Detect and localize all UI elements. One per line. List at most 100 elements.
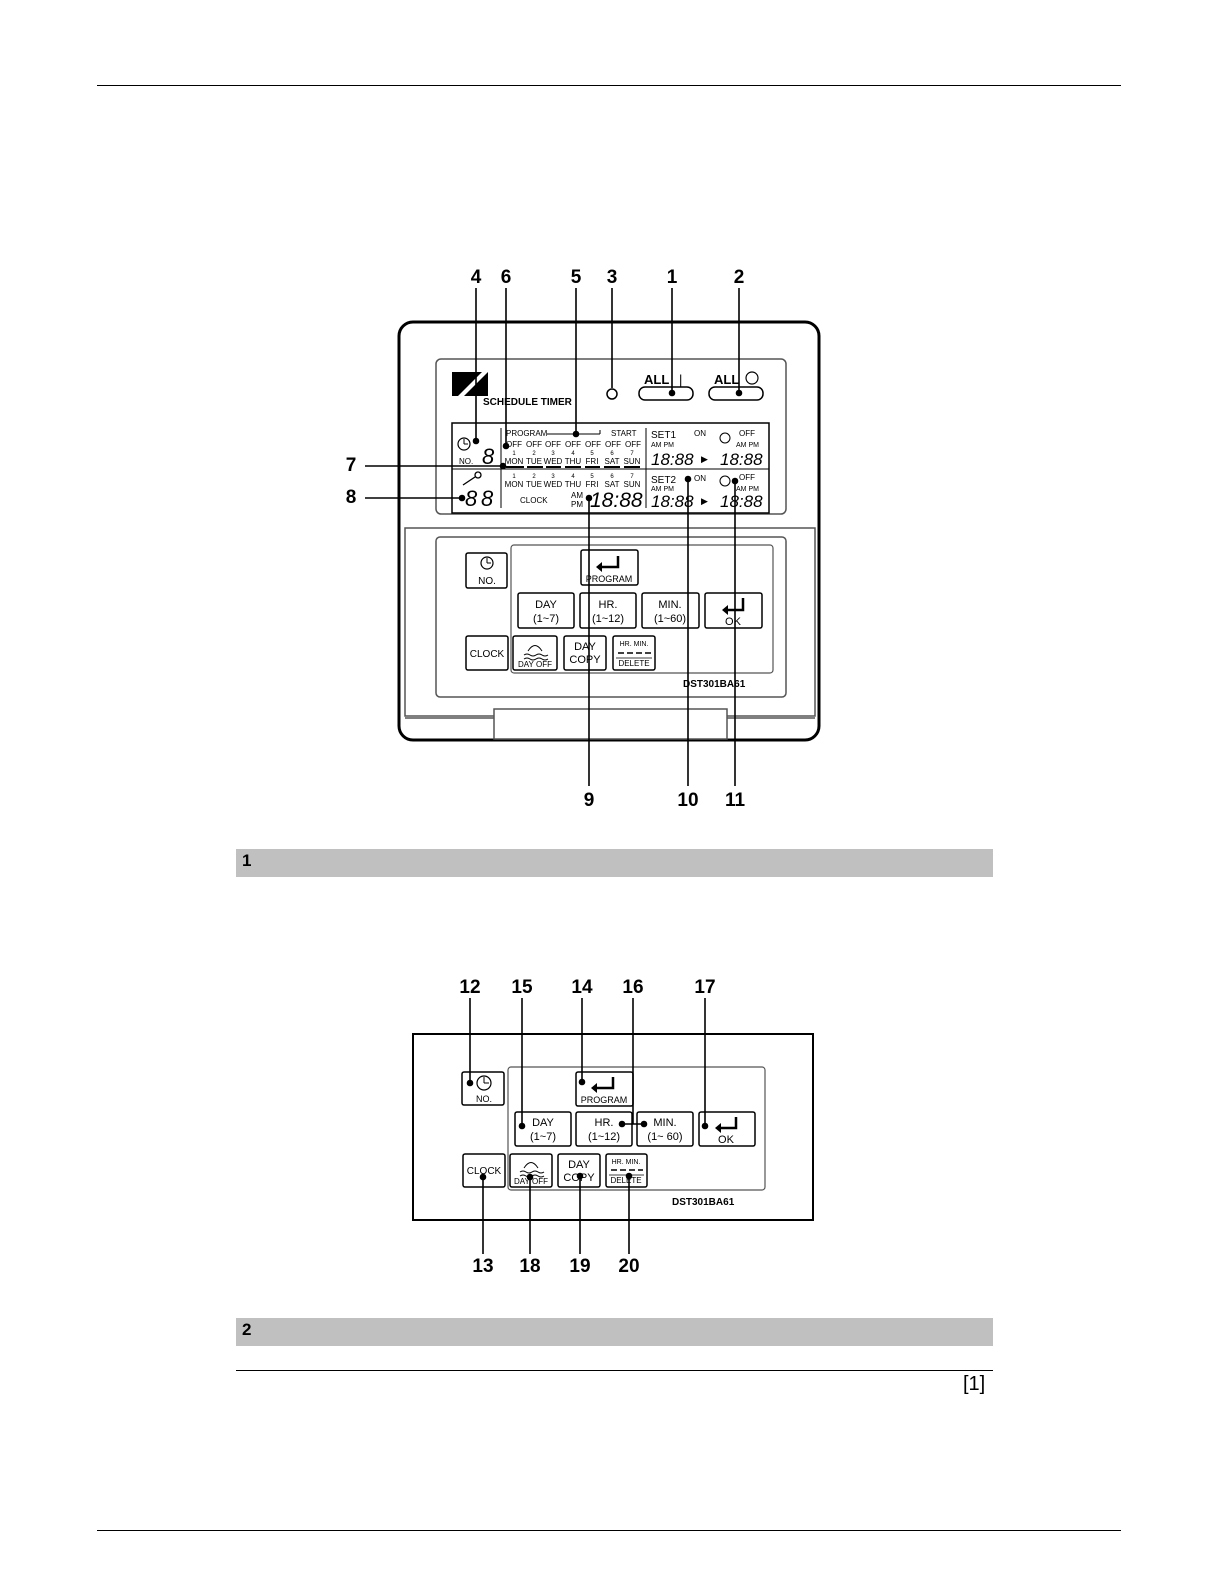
day-button[interactable]: DAY (1~7)	[517, 592, 575, 629]
all-off-circle-icon	[745, 371, 759, 385]
lcd-set1-off-ampm: AM PM	[736, 442, 759, 449]
min-button-2[interactable]: MIN. (1~ 60)	[636, 1111, 694, 1147]
program-button-2[interactable]: PROGRAM	[575, 1071, 634, 1107]
no-button-2[interactable]: NO.	[461, 1071, 505, 1106]
svg-text:DAY: DAY	[568, 1159, 590, 1171]
all-off-label: ALL	[714, 372, 739, 387]
svg-text:SUN: SUN	[624, 457, 641, 466]
svg-text:(1~ 60): (1~ 60)	[647, 1131, 682, 1143]
no-button[interactable]: NO.	[465, 552, 508, 589]
svg-text:(1~12): (1~12)	[592, 613, 624, 625]
lcd-set2-off-circle	[719, 475, 731, 487]
lcd-days-row2: MON TUE WED THU FRI SAT SUN	[505, 480, 641, 489]
svg-text:3: 3	[551, 451, 555, 457]
lcd-set1-off-time: 18:88	[720, 450, 763, 469]
callout-14: 14	[571, 977, 593, 998]
callout-18: 18	[519, 1256, 540, 1277]
reference-number: [1]	[963, 1373, 986, 1395]
svg-text:(1~12): (1~12)	[588, 1131, 620, 1143]
svg-text:1: 1	[512, 474, 516, 480]
svg-text:THU: THU	[565, 457, 582, 466]
callout-3: 3	[607, 267, 618, 288]
lcd-off-row: OFF OFF OFF OFF OFF OFF OFF	[506, 440, 641, 449]
svg-text:HR. MIN.: HR. MIN.	[612, 1159, 641, 1166]
min-button[interactable]: MIN. (1~60)	[641, 592, 700, 629]
callout-9: 9	[584, 790, 595, 811]
svg-text:PROGRAM: PROGRAM	[586, 574, 633, 584]
svg-text:OFF: OFF	[545, 440, 561, 449]
svg-text:HR. MIN.: HR. MIN.	[620, 641, 649, 648]
svg-text:COPY: COPY	[569, 654, 601, 666]
button-subpanel-2	[507, 1066, 766, 1191]
svg-text:OFF: OFF	[526, 440, 542, 449]
lcd-no-label: NO.	[459, 457, 473, 466]
svg-text:OFF: OFF	[565, 440, 581, 449]
lcd-program-label: PROGRAM	[506, 429, 548, 438]
model-number-2: DST301BA61	[672, 1197, 735, 1208]
section-1-label: 1	[242, 851, 252, 870]
callout-2: 2	[734, 267, 745, 288]
lcd-set2-arrow: ▶	[701, 496, 708, 506]
lcd-hold-digits: 8	[465, 486, 478, 511]
day-copy-button-2[interactable]: DAY COPY	[557, 1153, 601, 1188]
callout-20: 20	[618, 1256, 639, 1277]
operation-lamp	[606, 388, 618, 400]
lcd-set2-on-time: 18:88	[651, 492, 694, 511]
lcd-set1-on-label: ON	[694, 429, 706, 438]
svg-text:FRI: FRI	[586, 457, 599, 466]
svg-text:SAT: SAT	[605, 457, 620, 466]
lcd-am-label: AM	[571, 491, 583, 500]
day-off-button[interactable]: DAY OFF	[512, 635, 558, 671]
lcd-clock-icon	[457, 437, 471, 451]
day-copy-button[interactable]: DAY COPY	[563, 635, 607, 671]
callout-17: 17	[694, 977, 715, 998]
program-button[interactable]: PROGRAM	[580, 549, 639, 586]
callout-19: 19	[569, 1256, 590, 1277]
callout-7: 7	[346, 455, 357, 476]
top-rule	[97, 85, 1121, 86]
callout-5: 5	[571, 267, 582, 288]
lcd-pm-label: PM	[571, 500, 583, 509]
all-on-label: ALL	[644, 372, 669, 387]
lcd-set1-arrow: ▶	[701, 454, 708, 464]
svg-text:TUE: TUE	[526, 480, 542, 489]
all-on-button[interactable]	[638, 386, 694, 401]
lcd-start-label: START	[611, 429, 637, 438]
svg-text:WED: WED	[544, 480, 563, 489]
ok-enter-icon-2	[719, 1117, 738, 1130]
svg-text:HR.: HR.	[595, 1117, 614, 1129]
lcd-set2-on-ampm: AM PM	[651, 486, 674, 493]
svg-text:5: 5	[590, 451, 594, 457]
delete-button[interactable]: HR. MIN. DELETE	[612, 635, 656, 671]
svg-text:MIN.: MIN.	[658, 599, 681, 611]
svg-text:OFF: OFF	[585, 440, 601, 449]
day-button-2[interactable]: DAY (1~7)	[514, 1111, 572, 1147]
ok-button-2[interactable]: OK	[698, 1111, 756, 1147]
hr-button-2[interactable]: HR. (1~12)	[575, 1111, 633, 1147]
button-subpanel	[510, 544, 774, 674]
svg-text:DAY: DAY	[532, 1117, 554, 1129]
figure-1-timer-diagram: 4 6 5 3 1 2 7 8 9 10 11 SCHEDULE TIMER A…	[346, 267, 821, 811]
callout-11: 11	[725, 790, 746, 811]
device-hinge	[493, 708, 728, 740]
schedule-timer-label: SCHEDULE TIMER	[483, 397, 573, 408]
svg-text:DAY OFF: DAY OFF	[518, 660, 552, 669]
svg-text:2: 2	[532, 474, 536, 480]
callout-15: 15	[511, 977, 533, 998]
hr-button[interactable]: HR. (1~12)	[579, 592, 637, 629]
holiday-icon	[523, 645, 549, 661]
svg-text:SAT: SAT	[605, 480, 620, 489]
svg-text:4: 4	[571, 474, 575, 480]
callout-4: 4	[471, 267, 482, 288]
lcd-set1-on-ampm: AM PM	[651, 442, 674, 449]
callout-1: 1	[667, 267, 678, 288]
svg-text:MON: MON	[505, 457, 524, 466]
lcd-set2-label: SET2	[651, 475, 676, 486]
ok-button[interactable]: OK	[704, 592, 763, 629]
day-off-button-2[interactable]: DAY OFF	[509, 1153, 553, 1188]
lcd-set1-off-label: OFF	[739, 429, 755, 438]
delete-button-2[interactable]: HR. MIN. DELETE	[605, 1153, 648, 1188]
clock-button[interactable]: CLOCK	[465, 635, 509, 671]
clock-button-2[interactable]: CLOCK	[462, 1153, 506, 1188]
svg-text:1: 1	[512, 451, 516, 457]
